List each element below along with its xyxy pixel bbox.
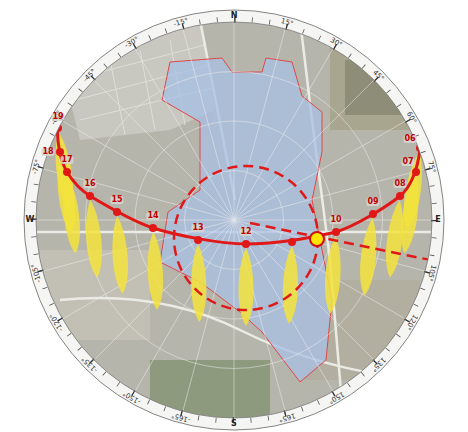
hour-label: 09 (366, 198, 379, 206)
compass-letter: W (26, 216, 35, 224)
hour-label: 16 (83, 180, 96, 188)
compass-letter: E (435, 216, 440, 224)
hour-label: 07 (401, 158, 414, 166)
hour-label: 06 (403, 135, 416, 143)
hour-label: 14 (146, 212, 159, 220)
hour-label: 19 (51, 113, 64, 121)
hour-label: 08 (393, 180, 406, 188)
hour-label: 17 (60, 156, 73, 164)
hour-label: 13 (191, 224, 204, 232)
hour-label: 15 (110, 196, 123, 204)
hour-label: 10 (329, 216, 342, 224)
compass-letter: N (231, 12, 238, 20)
compass-letter: S (231, 420, 237, 428)
hour-label: 12 (239, 228, 252, 236)
hour-label: 18 (41, 148, 54, 156)
